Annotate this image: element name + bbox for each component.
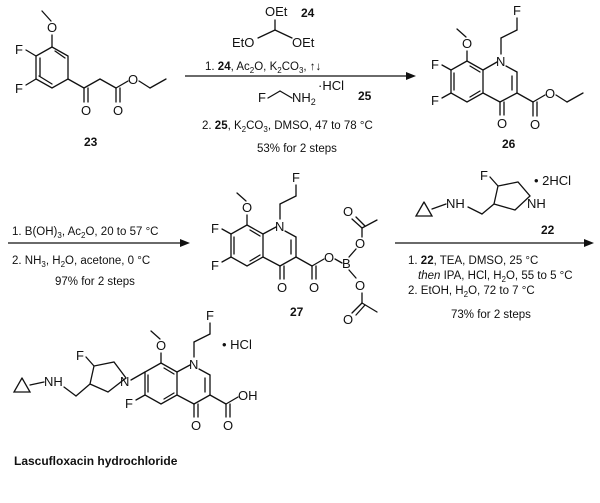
oxygen-label: O	[156, 338, 166, 353]
nitrogen-label: N	[496, 54, 505, 69]
oxygen-label: O	[191, 418, 201, 433]
heat-reflux-icon: ↑↓	[310, 61, 322, 73]
ethoxy-label: EtO	[232, 35, 254, 50]
boron-label: B	[342, 256, 351, 271]
fluorine-label: F	[258, 90, 266, 105]
arrow-head-icon	[406, 72, 416, 80]
fluorine-label: F	[15, 42, 23, 57]
step3-conditions-line2: then IPA, HCl, H2O, 55 to 5 °C	[418, 270, 573, 284]
fluorine-label: F	[15, 81, 23, 96]
fluorine-label: F	[211, 221, 219, 236]
reagent-24: OEt EtO OEt 24	[232, 4, 315, 50]
oxygen-label: O	[242, 200, 252, 215]
dihcl-salt-label: • 2HCl	[534, 173, 571, 188]
hcl-salt-label: • HCl	[222, 337, 252, 352]
fluorine-label: F	[513, 3, 521, 18]
compound-23: O F F O O O 23	[15, 10, 167, 149]
hydroxyl-label: OH	[238, 388, 258, 403]
fluorine-label: F	[206, 308, 214, 323]
fluorine-label: F	[431, 93, 439, 108]
oxygen-label: O	[355, 236, 365, 251]
oxygen-label: O	[545, 86, 555, 101]
oxygen-label: O	[113, 103, 123, 118]
ethoxy-label: OEt	[265, 4, 288, 19]
ethoxy-label: OEt	[292, 35, 315, 50]
compound-26: N O F O F F O O 26	[431, 3, 584, 151]
oxygen-label: O	[277, 280, 287, 295]
oxygen-label: O	[309, 280, 319, 295]
oxygen-label: O	[355, 278, 365, 293]
compound-number-24: 24	[301, 6, 315, 20]
amine-label: NH	[527, 196, 546, 211]
step1-yield: 53% for 2 steps	[257, 143, 337, 155]
fluorine-label: F	[76, 348, 84, 363]
amine-label: NH	[446, 196, 465, 211]
oxygen-label: O	[128, 72, 138, 87]
fluorine-label: F	[292, 170, 300, 185]
amine-label: NH2	[292, 90, 316, 107]
oxygen-label: O	[343, 312, 353, 327]
step2-conditions-line2: 2. NH3, H2O, acetone, 0 °C	[12, 255, 150, 269]
compound-number-27: 27	[290, 305, 304, 319]
oxygen-label: O	[497, 116, 507, 131]
hcl-salt-label: ·HCl	[318, 78, 344, 93]
lascufloxacin-structure: NH F N N O F O F	[12, 308, 258, 433]
fluorine-label: F	[480, 168, 488, 183]
step1-conditions-line2: 2. 25, K2CO3, DMSO, 47 to 78 °C	[202, 120, 373, 134]
reagent-25: F NH2 ·HCl 25	[258, 78, 372, 107]
compound-number-23: 23	[84, 135, 98, 149]
step1-conditions-line1: 1. 24, Ac2O, K2CO3, ↑↓	[205, 61, 321, 75]
step3-conditions-line1: 1. 22, TEA, DMSO, 25 °C	[408, 255, 538, 267]
final-product-name: Lascufloxacin hydrochloride	[14, 454, 178, 468]
step2-yield: 97% for 2 steps	[55, 276, 135, 288]
nitrogen-label: N	[120, 374, 129, 389]
fluorine-label: F	[431, 57, 439, 72]
oxygen-label: O	[530, 117, 540, 132]
fluorine-label: F	[211, 258, 219, 273]
step3-conditions-line3: 2. EtOH, H2O, 72 to 7 °C	[408, 285, 535, 299]
step3-yield: 73% for 2 steps	[451, 309, 531, 321]
oxygen-label: O	[81, 103, 91, 118]
oxygen-label: O	[462, 36, 472, 51]
oxygen-label: O	[343, 204, 353, 219]
compound-27: N O F O F F O O B O	[211, 170, 378, 327]
amine-label: NH	[44, 374, 63, 389]
compound-22: NH F NH • 2HCl 22	[414, 168, 571, 237]
oxygen-label: O	[223, 418, 233, 433]
arrow-head-icon	[180, 239, 190, 247]
nitrogen-label: N	[275, 219, 284, 234]
oxygen-label: O	[47, 20, 57, 35]
compound-number-25: 25	[358, 89, 372, 103]
compound-number-22: 22	[541, 223, 555, 237]
nitrogen-label: N	[189, 357, 198, 372]
fluorine-label: F	[125, 396, 133, 411]
arrow-head-icon	[584, 239, 594, 247]
oxygen-label: O	[324, 250, 334, 265]
compound-number-26: 26	[502, 137, 516, 151]
step2-conditions-line1: 1. B(OH)3, Ac2O, 20 to 57 °C	[12, 226, 158, 240]
